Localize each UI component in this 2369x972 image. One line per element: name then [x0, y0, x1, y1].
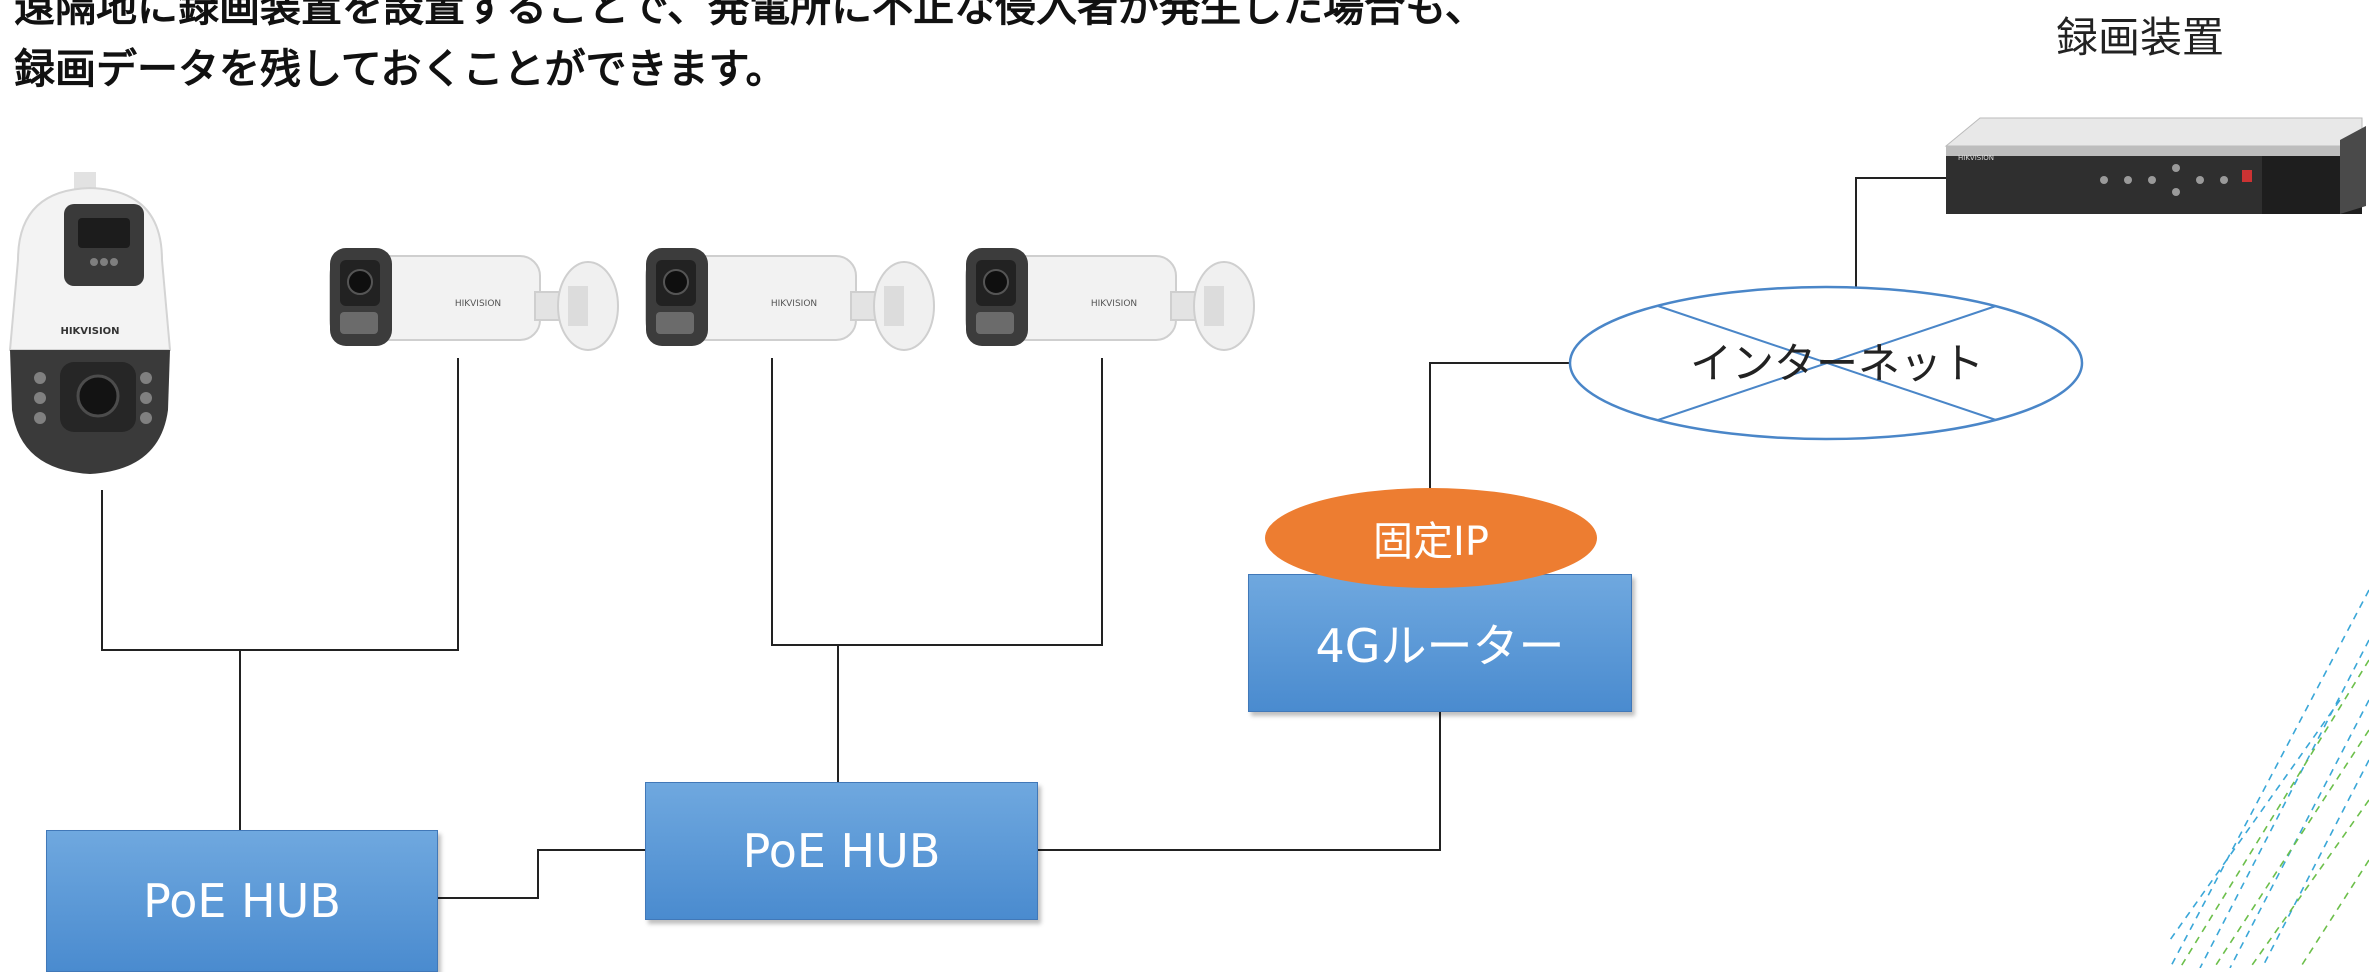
- line-cameras-1-2: [101, 358, 459, 651]
- heading: 遠隔地に録画装置を設置することで、発電所に不正な侵入者が発生した場合も、 録画デ…: [14, 0, 1486, 100]
- internet-cloud: [1568, 285, 2084, 441]
- router-label: 4Gルーター: [1315, 619, 1565, 673]
- line-hub-2-router: [1036, 712, 1441, 851]
- poe-hub-2: PoE HUB: [645, 782, 1038, 920]
- line-cameras-3-4: [771, 358, 1103, 646]
- line-hub-1-hub-2: [436, 849, 645, 899]
- line-internet-recorder: [1855, 177, 1946, 288]
- internet-label: インターネット: [1690, 339, 1985, 388]
- svg-text:HIKVISION: HIKVISION: [1958, 154, 1994, 162]
- fixed-ip-badge: 固定IP: [1265, 488, 1597, 588]
- line-router-internet: [1429, 362, 1570, 490]
- bullet-camera-icon: [645, 247, 935, 351]
- poe-hub-1-label: PoE HUB: [143, 874, 341, 928]
- nvr-recorder-icon: HIKVISION: [1944, 117, 2366, 214]
- bullet-camera-icon: [965, 247, 1255, 351]
- ptz-brand: HIKVISION: [60, 326, 119, 337]
- internet-cross-line: [1657, 305, 1997, 421]
- router-box: 4Gルーター: [1248, 574, 1632, 712]
- fixed-ip-label: 固定IP: [1373, 519, 1489, 565]
- heading-line-1: 遠隔地に録画装置を設置することで、発電所に不正な侵入者が発生した場合も、: [14, 0, 1486, 31]
- heading-line-2: 録画データを残しておくことができます。: [14, 45, 787, 93]
- bullet-camera-icon: [329, 247, 619, 351]
- connection-lines: [101, 177, 1946, 899]
- poe-hub-1: PoE HUB: [46, 830, 438, 972]
- decorative-dashed-lines: [2169, 589, 2369, 968]
- poe-hub-2-label: PoE HUB: [742, 824, 941, 878]
- ptz-camera-icon: HIKVISION: [8, 172, 172, 474]
- recorder-label: 録画装置: [2056, 13, 2225, 62]
